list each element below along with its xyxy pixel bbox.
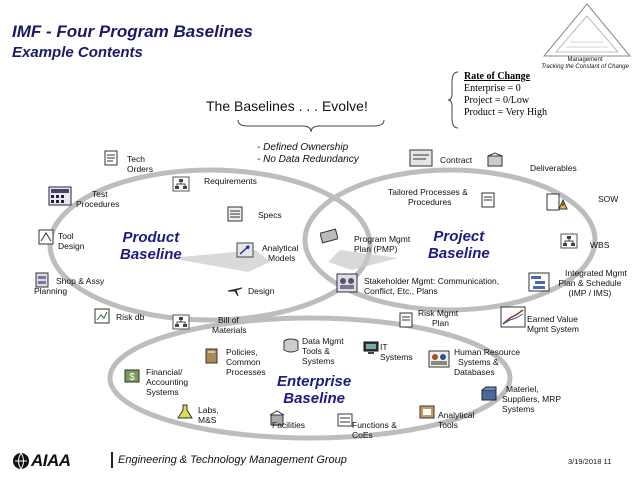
it-systems-icon — [363, 341, 379, 354]
management-logo-icon — [542, 3, 632, 57]
data-mgmt-icon — [283, 338, 299, 353]
functions-label: Functions &CoEs — [352, 420, 397, 440]
page-subtitle: Example Contents — [12, 44, 143, 61]
wbs-hierarchy-icon — [560, 233, 578, 249]
specs-label: Specs — [258, 210, 282, 220]
rate-of-change: Rate of Change Enterprise = 0 Project = … — [464, 71, 547, 118]
ownership-notes: - Defined Ownership- No Data Redundancy — [257, 142, 359, 165]
project-arrow — [328, 250, 398, 270]
earned-value-chart-icon — [500, 306, 526, 328]
labs-label: Labs,M&S — [198, 405, 219, 425]
tailored-doc-icon — [481, 192, 495, 208]
aiaa-logo: AIAA — [31, 451, 71, 470]
materiel-icon — [481, 386, 497, 401]
hierarchy-icon — [172, 176, 190, 192]
design-plane-icon — [227, 287, 243, 297]
bill-of-materials-icon — [172, 314, 190, 330]
evolve-brace — [237, 119, 385, 133]
stakeholder-label: Stakeholder Mgmt: Communication,Conflict… — [364, 276, 500, 296]
stakeholder-icon — [336, 273, 358, 293]
rate-brace — [447, 71, 459, 129]
risk-plan-doc-icon — [399, 312, 413, 328]
product-ellipse — [47, 167, 373, 323]
evolve-heading: The Baselines . . . Evolve! — [206, 98, 368, 114]
risk-db-icon — [94, 308, 110, 324]
specs-icon — [227, 206, 243, 222]
financial-icon: $ — [124, 369, 140, 383]
wbs-label: WBS — [590, 240, 610, 250]
analytical-tools-icon — [419, 405, 435, 419]
tailored-processes-label: Tailored Processes &Procedures — [388, 187, 468, 207]
schedule-icon — [528, 272, 550, 292]
contract-icon — [409, 149, 433, 167]
requirements-label: Requirements — [204, 176, 257, 186]
document-icon — [104, 150, 118, 166]
risk-db-label: Risk db — [116, 312, 145, 322]
program-mgmt-icon — [320, 228, 338, 244]
tool-design-icon — [38, 229, 54, 245]
project-ellipse — [302, 167, 598, 313]
footer-org-text: Engineering & Technology Management Grou… — [118, 454, 347, 466]
labs-icon — [177, 404, 193, 419]
sow-warning-icon — [546, 193, 568, 211]
sow-label: SOW — [598, 194, 619, 204]
design-label: Design — [248, 286, 275, 296]
footer-date: 3/19/2018 11 — [568, 457, 612, 466]
enterprise-ellipse — [107, 315, 513, 441]
page-title: IMF - Four Program Baselines — [12, 22, 253, 41]
svg-text:$: $ — [129, 372, 135, 383]
facilities-icon — [269, 410, 285, 426]
analytical-models-icon — [236, 242, 254, 258]
deliverables-label: Deliverables — [530, 163, 577, 173]
aiaa-globe-icon — [13, 452, 29, 470]
contract-label: Contract — [440, 155, 473, 165]
footer-divider — [111, 452, 113, 468]
human-resource-icon — [428, 350, 450, 368]
facilities-label: Facilities — [272, 420, 306, 430]
functions-icon — [337, 413, 353, 427]
shop-planning-icon — [35, 272, 49, 288]
policies-book-icon — [205, 348, 218, 364]
product-arrow — [170, 250, 270, 272]
test-calculator-icon — [48, 186, 72, 206]
deliverables-icon — [487, 152, 503, 167]
